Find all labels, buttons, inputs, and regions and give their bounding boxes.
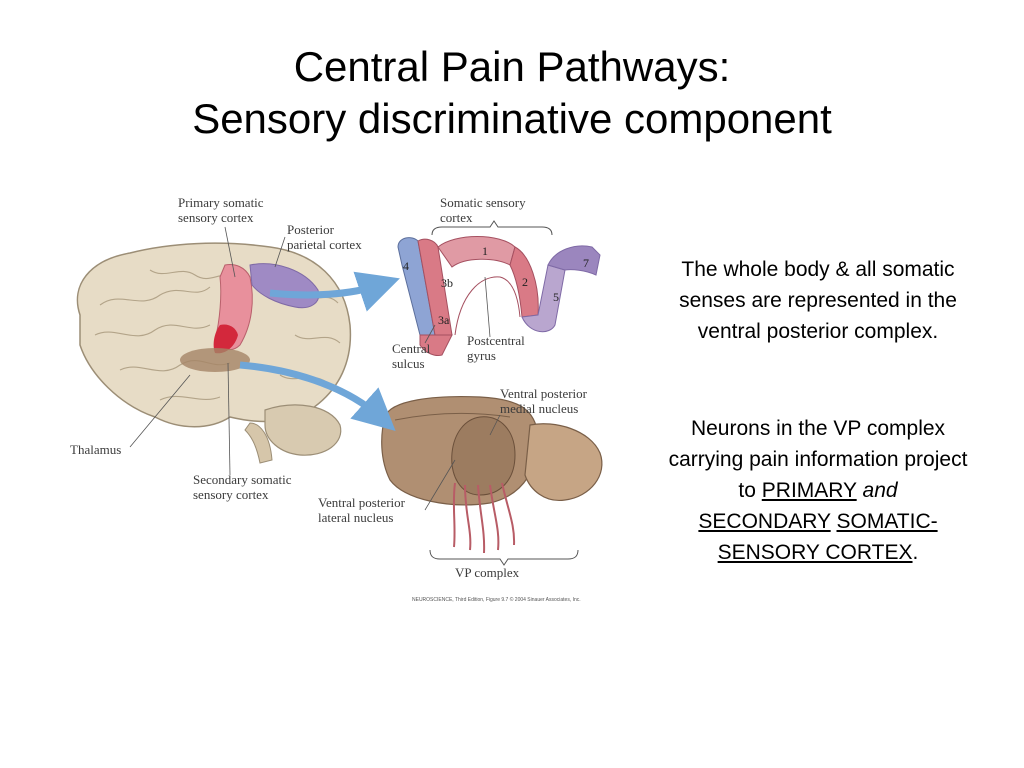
p2-somatic-sensory-cortex: SOMATIC-SENSORY CORTEX	[717, 510, 938, 564]
arrow-to-thalamus	[239, 361, 396, 432]
area-1-label: 1	[482, 244, 488, 258]
label-vpm-1: Ventral posterior	[500, 386, 588, 401]
brain-illustration	[76, 242, 352, 464]
label-secondary-cortex-2: sensory cortex	[193, 487, 269, 502]
label-thalamus: Thalamus	[70, 442, 121, 457]
area-4-label: 4	[403, 259, 409, 273]
thalamus-illustration	[381, 396, 603, 566]
area-5-label: 5	[553, 290, 559, 304]
label-posterior-parietal-2: parietal cortex	[287, 237, 362, 252]
label-central-sulcus-2: sulcus	[392, 356, 425, 371]
body-paragraph-1: The whole body & all somatic senses are …	[679, 258, 957, 343]
primary-cortex-deep	[213, 324, 238, 354]
area-3b	[417, 238, 453, 336]
area-3a-label: 3a	[438, 313, 450, 327]
cortex-section: 4 3b 1 2 5 7 3a	[397, 220, 601, 356]
label-vp-complex: VP complex	[455, 565, 520, 580]
label-somatic-sensory-1: Somatic sensory	[440, 195, 526, 210]
area-2-label: 2	[522, 275, 528, 289]
body-paragraph-2: Neurons in the VP complex carrying pain …	[668, 413, 968, 568]
label-secondary-cortex-1: Secondary somatic	[193, 472, 292, 487]
arrow-to-cortex	[269, 271, 400, 312]
label-postcentral-2: gyrus	[467, 348, 496, 363]
pulvinar	[524, 423, 603, 502]
slide-title-line1: Central Pain Pathways:	[293, 43, 731, 90]
label-primary-cortex-2: sensory cortex	[178, 210, 254, 225]
area-3b-label: 3b	[441, 276, 453, 290]
figure-credit: NEUROSCIENCE, Third Edition, Figure 9.7 …	[412, 596, 581, 603]
brainstem	[244, 422, 273, 464]
label-central-sulcus-1: Central	[392, 341, 431, 356]
cerebellum	[264, 404, 342, 456]
p2-intro: Neurons in the VP complex carrying pain …	[668, 417, 968, 502]
label-somatic-sensory-2: cortex	[440, 210, 473, 225]
p2-primary: PRIMARY	[761, 479, 857, 502]
label-postcentral-1: Postcentral	[467, 333, 525, 348]
pain-pathway-figure: 4 3b 1 2 5 7 3a P	[70, 195, 603, 603]
label-vpm-2: medial nucleus	[500, 401, 578, 416]
label-vpl-1: Ventral posterior	[318, 495, 406, 510]
slide-title-line2: Sensory discriminative component	[192, 95, 832, 142]
vp-complex-region	[451, 416, 516, 496]
area-7	[547, 245, 601, 276]
thalamus-region	[180, 348, 250, 372]
p2-end: .	[912, 541, 919, 564]
p2-and: and	[862, 479, 898, 502]
area-7-label: 7	[583, 256, 589, 270]
area-5	[521, 264, 566, 333]
area-1	[437, 236, 516, 268]
label-posterior-parietal-1: Posterior	[287, 222, 335, 237]
area-3a	[419, 334, 453, 356]
p2-secondary: SECONDARY	[698, 510, 831, 533]
label-vpl-2: lateral nucleus	[318, 510, 393, 525]
label-primary-cortex-1: Primary somatic	[178, 195, 264, 210]
